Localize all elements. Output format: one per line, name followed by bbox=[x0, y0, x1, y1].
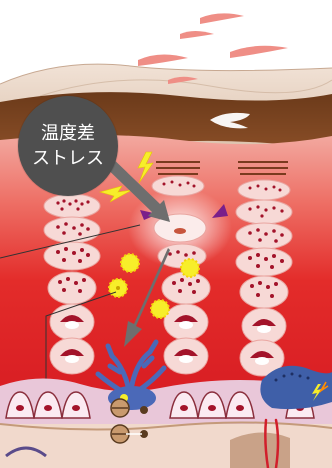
temperature-stress-callout: 温度差 ストレス bbox=[18, 96, 118, 196]
callout-line-2: ストレス bbox=[32, 146, 104, 171]
callout-line-1: 温度差 bbox=[41, 121, 95, 146]
